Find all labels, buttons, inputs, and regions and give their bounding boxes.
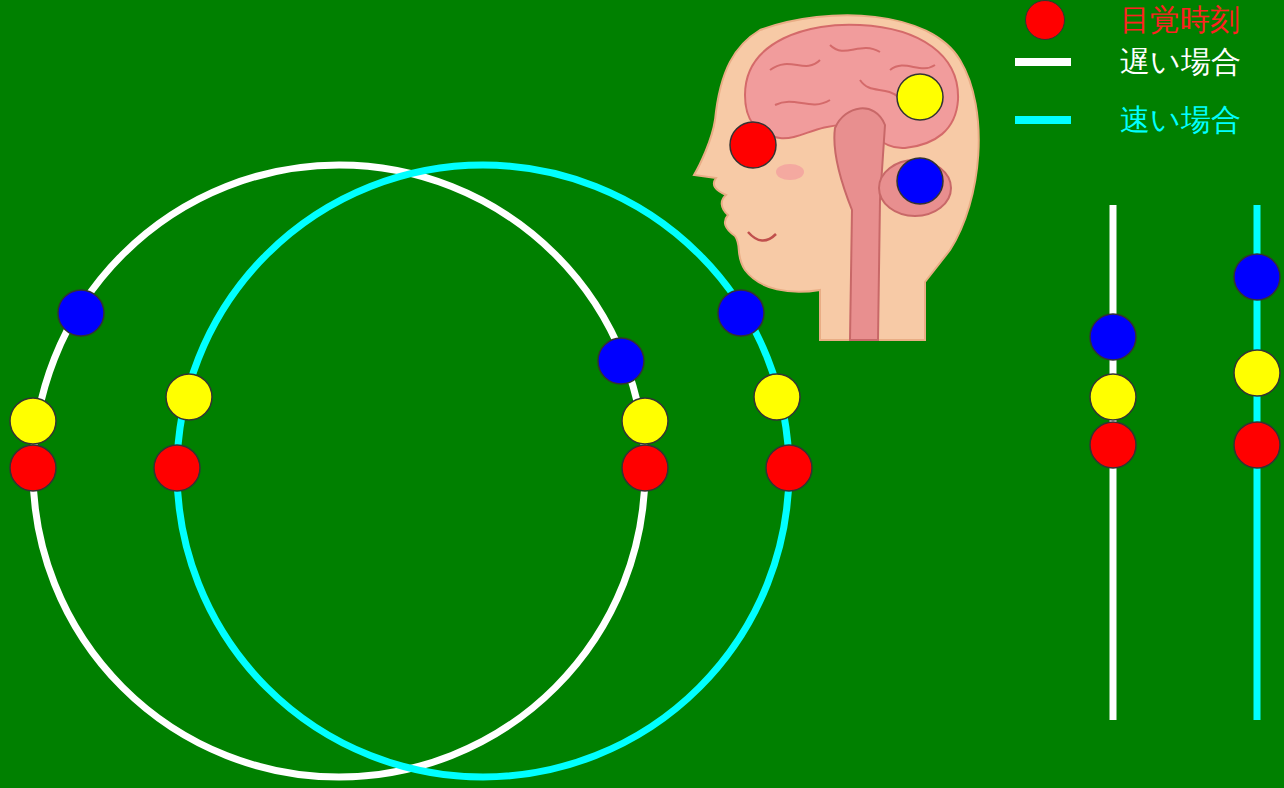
legend-label: 遅い場合	[1120, 44, 1241, 80]
late-cycle-circle	[33, 165, 645, 777]
legend-item: 目覚時刻	[1015, 0, 1240, 42]
legend-swatch	[1025, 0, 1065, 40]
legend-item: 速い場合	[1015, 98, 1241, 142]
legend-item: 遅い場合	[1015, 40, 1241, 84]
legend-label: 目覚時刻	[1120, 2, 1240, 38]
fast-cycle-circle	[177, 165, 789, 777]
head-illustration	[694, 15, 979, 340]
legend-label: 速い場合	[1120, 102, 1241, 138]
phase-dots	[10, 74, 1280, 491]
legend-line-sample	[1015, 98, 1075, 142]
legend-line-sample	[1015, 40, 1075, 84]
